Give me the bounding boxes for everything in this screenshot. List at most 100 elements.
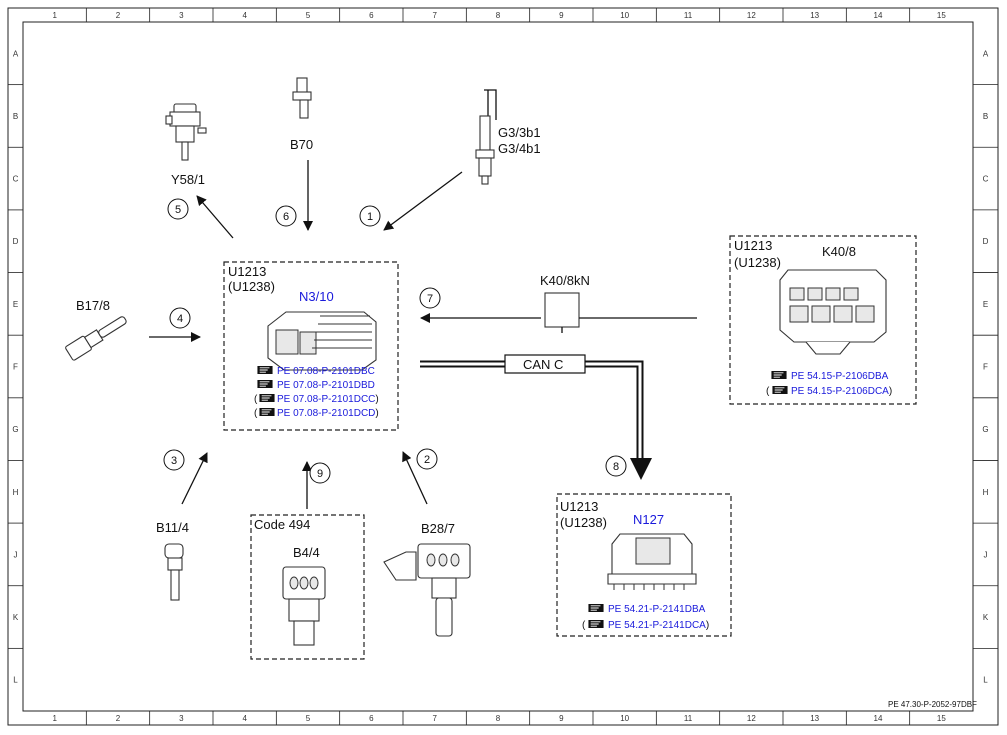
central-ref-link[interactable]: PE 07.08-P-2101DBC [277, 366, 375, 377]
component-g3-oxygen-sensor: G3/3b1 G3/4b1 [475, 89, 541, 185]
right-ref-link[interactable]: PE 54.15-P-2106DBA [791, 371, 889, 382]
grid-row-label: K [983, 613, 989, 622]
grid-col-label: 13 [810, 11, 819, 20]
signal-circle-7: 7 [419, 287, 441, 309]
ref-hand-icon [588, 619, 604, 629]
temperature-sensor-icon [65, 316, 127, 361]
grid-row-label: B [13, 112, 18, 121]
central-unit-name[interactable]: N3/10 [299, 289, 334, 304]
ref-hand-icon [771, 370, 787, 380]
signal-arrows [149, 160, 541, 509]
grid-row-label: G [982, 425, 988, 434]
ref-hand-icon [259, 393, 275, 403]
central-unit-n3-10: U1213 (U1238) N3/10 PE 07.08-P-2101DBC P… [223, 261, 399, 431]
grid-row-label: D [13, 237, 19, 246]
right-unit-refs: PE 54.15-P-2106DBA ( PE 54.15-P-2106DCA) [766, 370, 892, 397]
bottom-ref-link[interactable]: PE 54.21-P-2141DCA [608, 620, 706, 631]
grid-row-label: A [983, 49, 989, 58]
grid-col-label: 7 [432, 714, 437, 723]
grid-row-label: H [13, 488, 19, 497]
can-c-bus: CAN C [420, 354, 652, 480]
grid-col-label: 1 [52, 714, 57, 723]
right-unit-k40-8: U1213 (U1238) K40/8 PE 54.15-P-2106DBA (… [729, 235, 917, 405]
signal-numbers: 1 2 3 4 5 6 7 8 [163, 198, 627, 484]
bottom-ref-link[interactable]: PE 54.21-P-2141DBA [608, 604, 706, 615]
grid-row-label: K [13, 613, 19, 622]
signal-circle-5: 5 [167, 198, 189, 220]
svg-text:8: 8 [613, 461, 619, 473]
grid-row-label: H [983, 488, 989, 497]
grid-col-label: 1 [52, 11, 57, 20]
svg-text:(: ( [582, 620, 586, 631]
control-module-icon [607, 533, 697, 590]
coolant-sensor-icon [164, 543, 184, 601]
svg-text:9: 9 [317, 468, 323, 480]
component-y58-1: Y58/1 [165, 103, 207, 187]
svg-text:PE 07.08-P-2101DCD): PE 07.08-P-2101DCD) [277, 408, 379, 419]
svg-text:7: 7 [427, 293, 433, 305]
g3-label-1: G3/3b1 [498, 125, 541, 140]
bottom-unit-n127: U1213 (U1238) N127 PE 54.21-P-2141DBA ( … [556, 493, 732, 637]
grid-col-label: 15 [937, 11, 946, 20]
grid-col-label: 8 [496, 714, 501, 723]
svg-text:PE 07.08-P-2101DBC: PE 07.08-P-2101DBC [277, 366, 375, 377]
ref-hand-icon [772, 385, 788, 395]
y58-label: Y58/1 [171, 172, 205, 187]
component-b11-4: B11/4 [156, 520, 189, 601]
svg-text:5: 5 [175, 204, 181, 216]
map-sensor-icon [383, 543, 471, 637]
valve-icon [165, 103, 207, 161]
grid-col-label: 9 [559, 714, 564, 723]
grid-col-label: 13 [810, 714, 819, 723]
svg-text:PE 54.15-P-2106DBA: PE 54.15-P-2106DBA [791, 371, 889, 382]
grid-col-label: 11 [684, 714, 693, 723]
grid-row-label: E [13, 300, 18, 309]
grid-col-label: 10 [620, 714, 629, 723]
grid-row-label: E [983, 300, 988, 309]
grid-row-label: J [984, 550, 988, 559]
central-ref-link[interactable]: PE 07.08-P-2101DBD [277, 380, 375, 391]
b4-4-label: B4/4 [293, 545, 320, 560]
grid-col-label: 8 [496, 11, 501, 20]
signal-circle-6: 6 [275, 205, 297, 227]
grid-col-label: 2 [116, 11, 121, 20]
signal-circle-4: 4 [169, 307, 191, 329]
can-c-label: CAN C [523, 357, 563, 372]
ref-hand-icon [259, 407, 275, 417]
bottom-unit-name[interactable]: N127 [633, 512, 664, 527]
component-b17-8: B17/8 [65, 298, 127, 361]
document-reference: PE 47.30-P-2052-97DBF [888, 700, 977, 709]
arrow-2 [402, 451, 428, 505]
relay-k40-8kn: K40/8kN [540, 273, 697, 333]
code-494-box: Code 494 B4/4 [250, 514, 365, 660]
grid-col-label: 4 [242, 714, 247, 723]
grid-col-label: 5 [306, 714, 311, 723]
b28-label: B28/7 [421, 521, 455, 536]
signal-circle-1: 1 [359, 205, 381, 227]
central-ref-link[interactable]: PE 07.08-P-2101DCD [277, 408, 375, 419]
grid-row-label: F [13, 363, 18, 372]
grid-row-label: L [13, 676, 18, 685]
ecu-icon [267, 311, 377, 371]
svg-text:(: ( [766, 386, 770, 397]
central-unit-code: U1213 [228, 264, 266, 279]
right-ref-link[interactable]: PE 54.15-P-2106DCA [791, 386, 889, 397]
grid-col-label: 3 [179, 11, 184, 20]
grid-row-label: J [14, 550, 18, 559]
svg-text:PE 07.08-P-2101DCC): PE 07.08-P-2101DCC) [277, 394, 379, 405]
oxygen-sensor-icon [475, 89, 497, 185]
grid-col-label: 14 [874, 11, 883, 20]
central-ref-link[interactable]: PE 07.08-P-2101DCC [277, 394, 375, 405]
grid-col-label: 5 [306, 11, 311, 20]
svg-text:(: ( [254, 408, 258, 419]
grid-row-label: B [983, 112, 988, 121]
grid-row-label: G [12, 425, 18, 434]
ref-hand-icon [588, 603, 604, 613]
grid-col-label: 15 [937, 714, 946, 723]
grid-col-label: 11 [684, 11, 693, 20]
right-unit-code: U1213 [734, 238, 772, 253]
